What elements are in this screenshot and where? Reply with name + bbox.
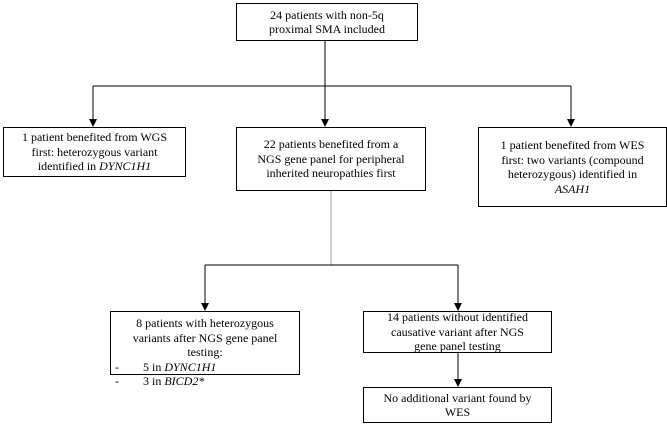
node-wes: 1 patient benefited from WES first: two … [478,127,667,207]
node-positive-line-3: testing: [187,345,223,359]
bullet-dash: - [115,359,119,374]
node-negative-line-1: 14 patients without identified [387,310,528,325]
node-positive-bullets: - 5 in DYNC1H1 - 3 in BICD2* [111,360,299,389]
node-final-line-1: No additional variant found by [383,390,532,405]
node-root-line-2: proximal SMA included [269,22,385,36]
node-panel-line-3: inherited neuropathies first [266,166,396,181]
bullet-gene: BICD2* [164,374,205,388]
node-negative-line-3: gene panel testing [414,339,501,354]
node-wgs-line-1: 1 patient benefited from WGS [21,130,168,145]
node-wes-gene: ASAH1 [554,181,591,196]
node-wgs: 1 patient benefited from WGS first: hete… [3,127,186,177]
node-wgs-line-3-prefix: identified in [37,159,100,174]
node-wgs-gene: DYNC1H1 [99,159,152,174]
node-final: No additional variant found by WES [363,387,552,423]
node-positive-line-2: variants after NGS gene panel [132,330,278,345]
node-wes-line-4: ASAH1 [479,182,666,197]
bullet-item: - 3 in BICD2* [111,374,299,389]
node-negative-line-2: causative variant after NGS [391,324,524,339]
bullet-count: 3 in [143,374,165,388]
node-wes-line-2: first: two variants (compound [501,152,644,167]
node-positive: 8 patients with heterozygous variants af… [110,311,300,388]
node-wes-line-3: heterozygous) identified in [507,167,638,181]
node-final-line-2: WES [444,405,471,419]
node-root-line-1: 24 patients with non-5q [270,7,384,22]
bullet-gene: DYNC1H1 [164,359,217,374]
node-panel-line-1: 22 patients benefited from a [263,137,399,152]
bullet-dash: - [115,374,119,388]
node-wgs-line-3: identified in DYNC1H1 [4,159,185,174]
bullet-count: 5 in [143,359,165,374]
node-positive-line-1: 8 patients with heterozygous [136,316,274,330]
bullet-item: - 5 in DYNC1H1 [111,360,299,375]
node-wgs-line-2: first: heterozygous variant [31,144,158,159]
node-panel: 22 patients benefited from a NGS gene pa… [236,127,426,191]
node-root: 24 patients with non-5q proximal SMA inc… [236,3,418,41]
node-wes-line-1: 1 patient benefited from WES [500,138,645,152]
node-panel-line-2: NGS gene panel for peripheral [257,151,405,166]
node-negative: 14 patients without identified causative… [363,310,552,354]
